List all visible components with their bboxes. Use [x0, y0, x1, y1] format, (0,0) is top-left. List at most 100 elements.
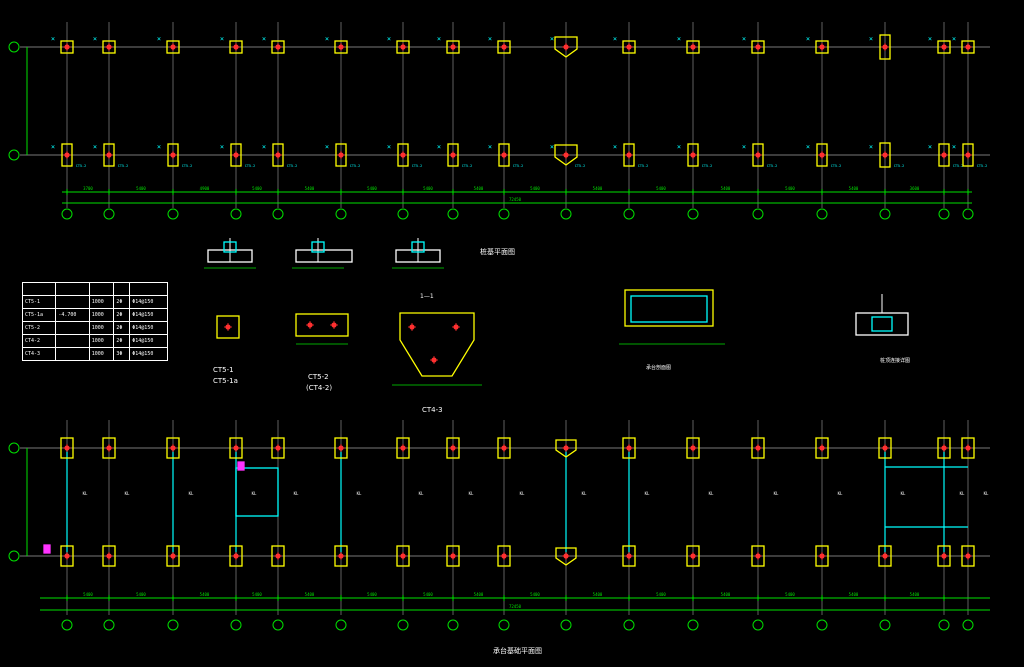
table-cell: 2Φ — [113, 295, 131, 309]
column-axis-bubble — [498, 619, 510, 631]
pile-cap — [686, 40, 700, 54]
column-axis-bubble — [61, 619, 73, 631]
cap-tag: CT5-2 — [953, 164, 964, 168]
pile-cap-ct5-2 — [879, 34, 891, 60]
column-axis-bubble — [938, 208, 950, 220]
rebar-tag: × — [93, 35, 97, 43]
column-axis-bubble — [230, 208, 242, 220]
column-axis-bubble — [272, 208, 284, 220]
rebar-tag: × — [952, 143, 956, 151]
column-axis-bubble — [61, 208, 73, 220]
dimension-text: 5400 — [136, 186, 146, 191]
table-cell: 2Φ — [113, 321, 131, 335]
detail-area — [204, 238, 909, 386]
rebar-tag: × — [93, 143, 97, 151]
pile-cap — [60, 40, 74, 54]
pile-cap — [230, 143, 242, 167]
rebar-tag: × — [550, 35, 554, 43]
column-axis-bubble — [687, 208, 699, 220]
pile-cap — [815, 437, 829, 459]
magenta-marker — [237, 461, 245, 471]
cap-section-label: 承台剖面图 — [646, 365, 672, 371]
pile-cap — [103, 143, 115, 167]
pile-cap — [60, 545, 74, 567]
table-cell: Φ14@150 — [129, 308, 168, 322]
pile-cap — [102, 437, 116, 459]
rebar-tag: × — [928, 143, 932, 151]
cap-tag: CT5-2 — [118, 164, 129, 168]
beam-tag: KL — [294, 491, 299, 496]
rebar-tag: × — [550, 143, 554, 151]
column-axis-bubble — [879, 619, 891, 631]
pile-cap — [961, 545, 975, 567]
rebar-tag: × — [677, 35, 681, 43]
pile-cap — [962, 143, 974, 167]
beam-tag: KL — [83, 491, 88, 496]
column-axis-bubble — [498, 208, 510, 220]
rebar-tag: × — [157, 35, 161, 43]
table-cell: 1000 — [88, 334, 115, 348]
pile-cap — [272, 143, 284, 167]
pile-cap — [878, 437, 892, 459]
total-dimension-text: 72450 — [509, 197, 522, 202]
rebar-tag: × — [262, 35, 266, 43]
column-axis-bubble — [103, 208, 115, 220]
column-axis-bubble — [335, 208, 347, 220]
pile-cap — [271, 40, 285, 54]
rebar-tag: × — [613, 35, 617, 43]
pile-connection-label: 桩顶连接详图 — [880, 358, 911, 364]
dimension-text: 5400 — [305, 592, 315, 597]
dimension-text: 5400 — [252, 186, 262, 191]
cap-tag: CT5-2 — [245, 164, 256, 168]
column-axis-bubble — [962, 208, 974, 220]
pile-cap — [334, 437, 348, 459]
pile-cap — [167, 143, 179, 167]
section-rebar — [223, 241, 237, 253]
pile-cap — [752, 143, 764, 167]
cap-tag: CT5-2 — [513, 164, 524, 168]
pile-cap — [166, 437, 180, 459]
beam-tag: KL — [901, 491, 906, 496]
pile-cap-ct4-3 — [555, 439, 577, 458]
pile-cap — [961, 40, 975, 54]
cap-tag: CT5-2 — [287, 164, 298, 168]
column-axis-bubble — [272, 619, 284, 631]
cap-plan-ct4-3 — [399, 312, 475, 377]
row-axis-bubble — [8, 442, 20, 454]
beam-tag: KL — [189, 491, 194, 496]
rebar-tag: × — [928, 35, 932, 43]
pile-cap — [815, 545, 829, 567]
pile-cap — [497, 40, 511, 54]
cap-tag: CT5-2 — [575, 164, 586, 168]
rebar-tag: × — [325, 143, 329, 151]
beam-tag: KL — [582, 491, 587, 496]
column-axis-bubble — [230, 619, 242, 631]
pile-cap — [686, 437, 700, 459]
row-axis-bubble — [8, 550, 20, 562]
pile-cap — [396, 545, 410, 567]
table-header-row — [21, 282, 168, 296]
cap-tag: CT5-2 — [76, 164, 87, 168]
dimension-text: 5400 — [849, 186, 859, 191]
cap-plan-ct5-1 — [216, 315, 240, 339]
section-rebar — [311, 241, 325, 253]
table-cell: -4.700 — [55, 308, 90, 322]
pile-cap — [334, 545, 348, 567]
dimension-text: 5400 — [423, 186, 433, 191]
table-cell: 3Φ — [113, 347, 131, 361]
pile-cap — [229, 545, 243, 567]
rebar-tag: × — [806, 143, 810, 151]
pile-cap-ct4-3 — [554, 36, 578, 58]
table-cell: 2Φ — [113, 308, 131, 322]
beam-tag: KL — [774, 491, 779, 496]
dimension-text: 5400 — [200, 592, 210, 597]
table-cell — [55, 295, 90, 309]
table-cell: 1000 — [88, 347, 115, 361]
beam-tag: KL — [645, 491, 650, 496]
cap-section-rebar — [630, 295, 708, 323]
beam-tag: KL — [252, 491, 257, 496]
column-axis-bubble — [560, 619, 572, 631]
